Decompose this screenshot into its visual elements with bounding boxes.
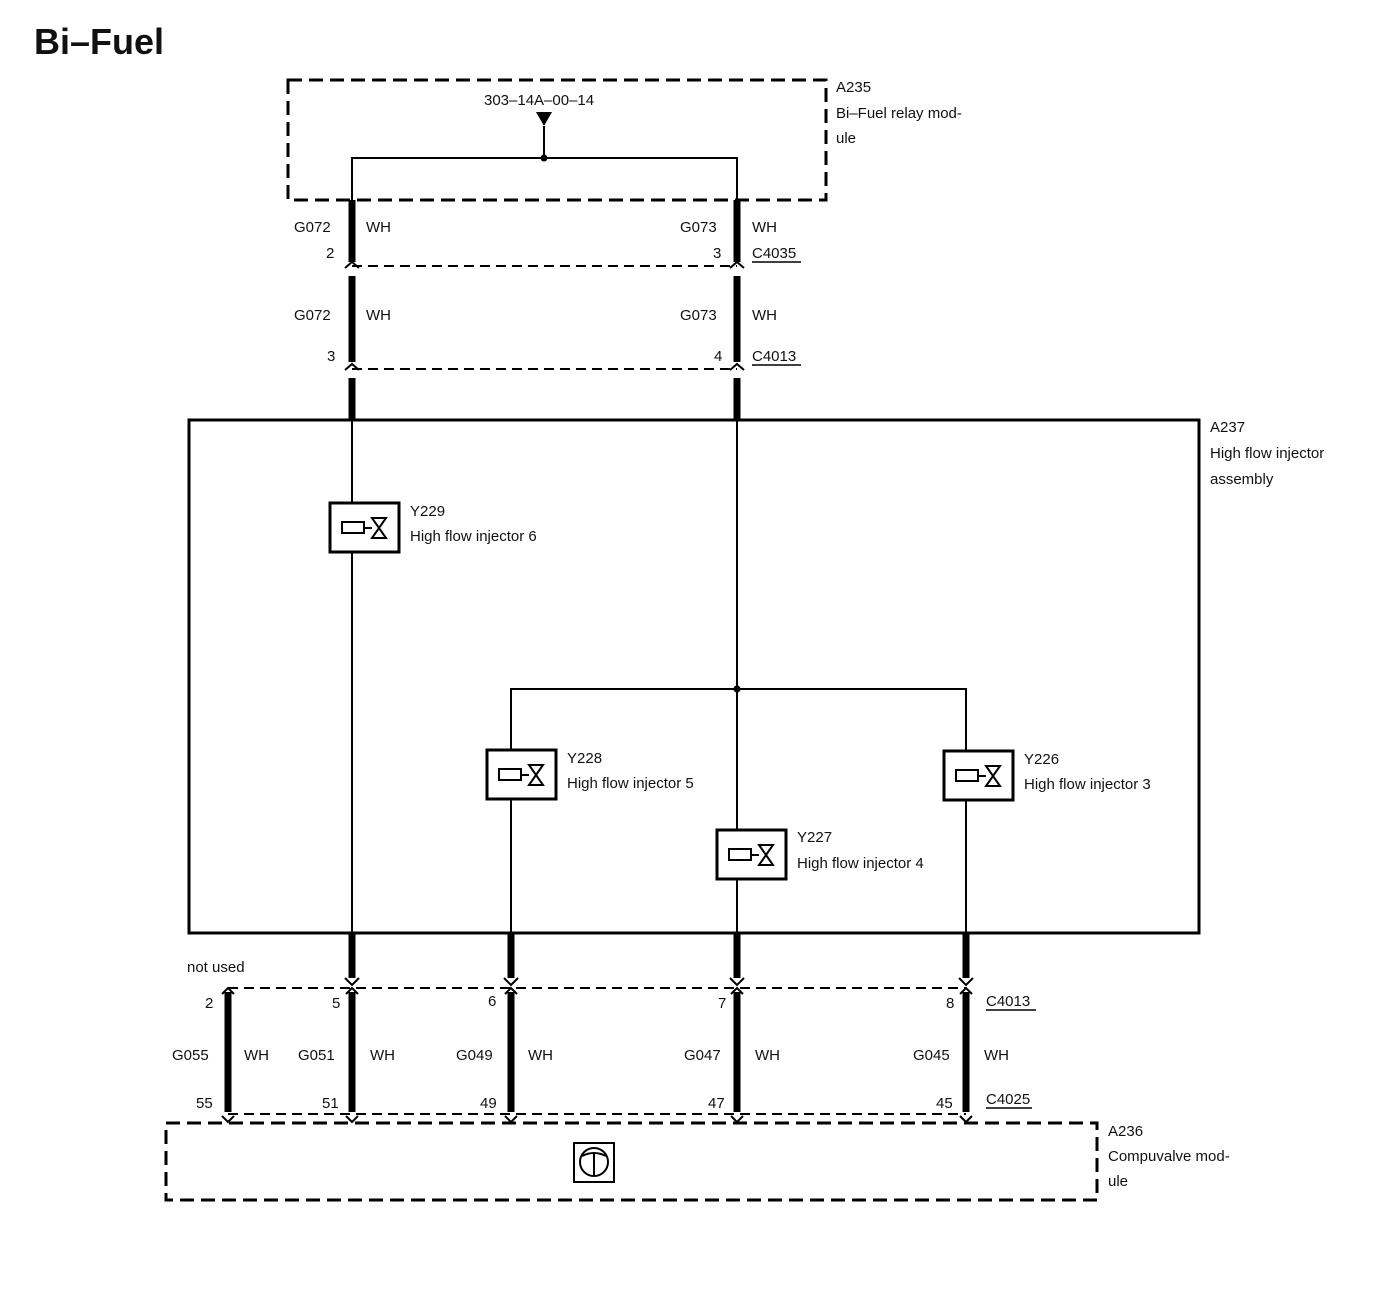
- wire-g072-color-bottom: WH: [366, 307, 391, 324]
- injector-y226-id: Y226: [1024, 751, 1059, 768]
- wire-g073-circuit-bottom: G073: [680, 307, 717, 324]
- injector-assembly-box: [187, 418, 1201, 935]
- compuvalve-module-name-line2: ule: [1108, 1173, 1128, 1190]
- injector-y226-symbol: [942, 749, 1015, 802]
- bottom-wire-stubs: [344, 933, 974, 987]
- injector-y227-symbol: [715, 828, 788, 881]
- injector-assembly-name-line1: High flow injector: [1210, 445, 1324, 462]
- ground-reference: 303–14A–00–14: [484, 92, 594, 109]
- compuvalve-module-id: A236: [1108, 1123, 1143, 1140]
- wire-g047-color: WH: [755, 1047, 780, 1064]
- wire-g045-color: WH: [984, 1047, 1009, 1064]
- wire-g051-color: WH: [370, 1047, 395, 1064]
- injector-y229-symbol: [328, 501, 401, 554]
- wire-g072-circuit-top: G072: [294, 219, 331, 236]
- wire-g047-pin-top: 7: [718, 995, 726, 1012]
- wire-g049-pin-bottom: 49: [480, 1095, 497, 1112]
- injector-y229-name: High flow injector 6: [410, 528, 537, 545]
- wire-g072: [344, 200, 360, 420]
- injector-y228-id: Y228: [567, 750, 602, 767]
- wire-g055-circuit: G055: [172, 1047, 209, 1064]
- wire-g055-color: WH: [244, 1047, 269, 1064]
- wire-g072-pin-top: 2: [326, 245, 334, 262]
- wire-g055-pin-bottom: 55: [196, 1095, 213, 1112]
- page-title: Bi–Fuel: [34, 21, 164, 62]
- compuvalve-module-box: [164, 1121, 1099, 1202]
- internal-wire-injectors-5-3: [510, 688, 967, 933]
- wire-g051-pin-top: 5: [332, 995, 340, 1012]
- wire-g073-pin-top: 3: [713, 245, 721, 262]
- injector-assembly-id: A237: [1210, 419, 1245, 436]
- wire-g049-circuit: G049: [456, 1047, 493, 1064]
- relay-module-box: [286, 78, 828, 202]
- wire-g049-color: WH: [528, 1047, 553, 1064]
- not-used-label: not used: [187, 959, 245, 976]
- wire-g073-color-bottom: WH: [752, 307, 777, 324]
- wire-g047-pin-bottom: 47: [708, 1095, 725, 1112]
- injector-y228-symbol: [485, 748, 558, 801]
- wire-g045-circuit: G045: [913, 1047, 950, 1064]
- relay-internal-wire: [351, 157, 738, 200]
- injector-y229-id: Y229: [410, 503, 445, 520]
- ground-symbol: [536, 112, 552, 162]
- connector-c4035-label: C4035: [752, 245, 796, 262]
- wire-g055-pin-top: 2: [205, 995, 213, 1012]
- wire-g072-pin-bottom: 3: [327, 348, 335, 365]
- wire-g073-color-top: WH: [752, 219, 777, 236]
- relay-module-id: A235: [836, 79, 871, 96]
- wire-g051-circuit: G051: [298, 1047, 335, 1064]
- wire-g072-color-top: WH: [366, 219, 391, 236]
- injector-assembly-name-line2: assembly: [1210, 471, 1274, 488]
- wire-g045-pin-top: 8: [946, 995, 954, 1012]
- wire-g073-pin-bottom: 4: [714, 348, 722, 365]
- wire-g047-circuit: G047: [684, 1047, 721, 1064]
- wire-g049-pin-top: 6: [488, 993, 496, 1010]
- injector-y228-name: High flow injector 5: [567, 775, 694, 792]
- wire-g072-circuit-bottom: G072: [294, 307, 331, 324]
- compuvalve-icon: [573, 1142, 615, 1183]
- relay-module-name-line2: ule: [836, 130, 856, 147]
- injector-y227-id: Y227: [797, 829, 832, 846]
- wire-g045-pin-bottom: 45: [936, 1095, 953, 1112]
- wire-g073-circuit-top: G073: [680, 219, 717, 236]
- connector-c4013-top-label: C4013: [752, 348, 796, 365]
- injector-y226-name: High flow injector 3: [1024, 776, 1151, 793]
- relay-module-name-line1: Bi–Fuel relay mod-: [836, 105, 962, 122]
- bottom-thick-wires: [221, 986, 973, 1124]
- connector-c4013-bottom-label: C4013: [986, 993, 1030, 1010]
- injector-y227-name: High flow injector 4: [797, 855, 924, 872]
- compuvalve-module-name-line1: Compuvalve mod-: [1108, 1148, 1230, 1165]
- wire-g051-pin-bottom: 51: [322, 1095, 339, 1112]
- connector-c4025-label: C4025: [986, 1091, 1030, 1108]
- wire-g073: [729, 200, 745, 420]
